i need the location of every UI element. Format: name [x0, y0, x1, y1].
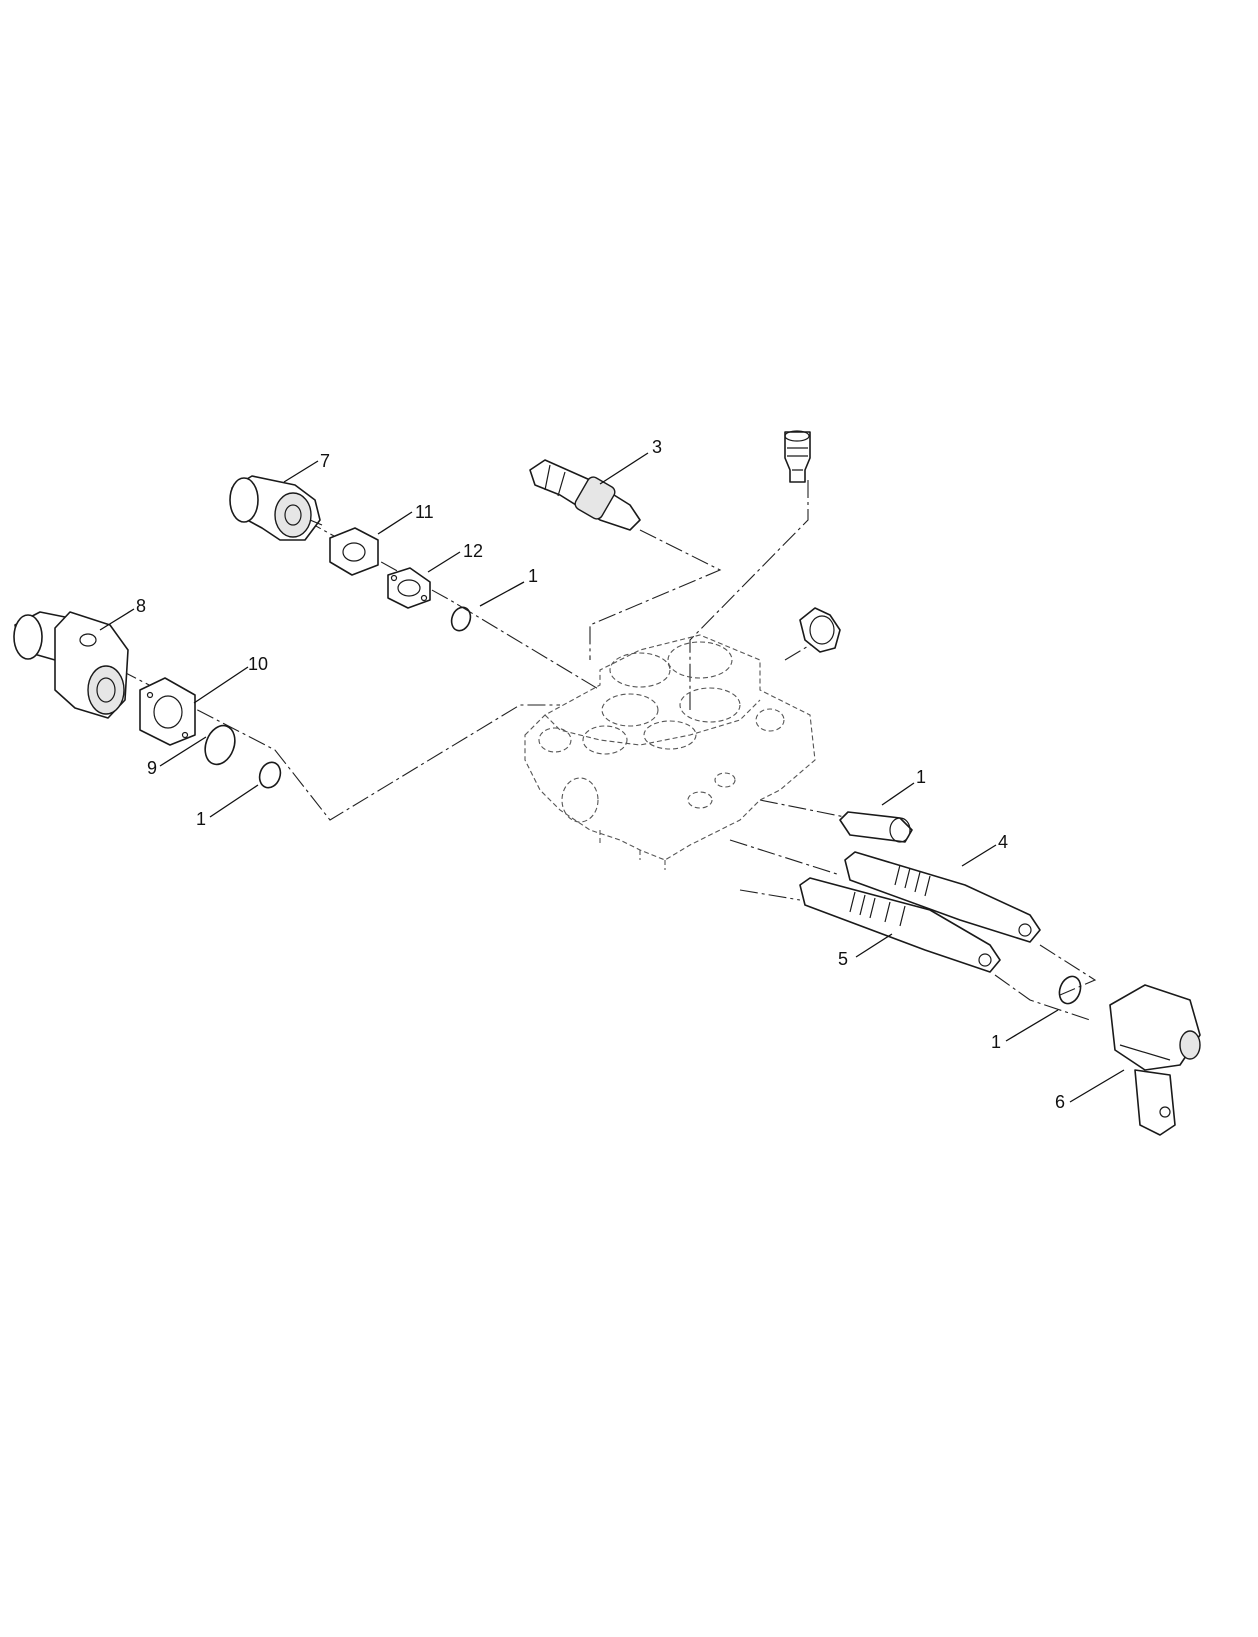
valve-body-phantom [524, 634, 816, 870]
leader-lines [99, 452, 1125, 1103]
solenoid-coil-7 [229, 475, 323, 541]
flange-10 [139, 677, 196, 746]
solenoid-valve-block-8 [13, 611, 129, 719]
spool-plug [839, 811, 913, 843]
callout-6: 6 [1055, 1092, 1065, 1112]
callout-5: 5 [838, 949, 848, 969]
callout-10: 10 [248, 654, 268, 674]
callout-1-left: 1 [196, 809, 206, 829]
gasket-11 [329, 527, 379, 576]
relief-valve-cartridge [529, 459, 641, 531]
top-plug [784, 430, 811, 483]
callout-1-bottom: 1 [991, 1032, 1001, 1052]
callout-4: 4 [998, 832, 1008, 852]
callout-1-right: 1 [916, 767, 926, 787]
spool-5 [799, 877, 1001, 973]
callout-3: 3 [652, 437, 662, 457]
assembly-centerlines [119, 480, 1097, 1021]
spool-cap-6 [1109, 984, 1201, 1136]
callout-12: 12 [463, 541, 483, 561]
callout-1-top: 1 [528, 566, 538, 586]
o-ring-top [450, 606, 472, 632]
spool-4 [844, 851, 1041, 943]
gasket-12 [387, 567, 431, 609]
o-ring-left [258, 761, 282, 789]
callout-labels: 3 7 11 12 1 8 10 9 1 1 4 5 1 6 [136, 437, 1065, 1112]
callout-8: 8 [136, 596, 146, 616]
callout-11: 11 [415, 502, 434, 522]
o-ring-bottom [1058, 975, 1082, 1005]
o-ring-9 [204, 724, 236, 766]
callout-7: 7 [320, 451, 330, 471]
side-plug [799, 607, 841, 653]
callout-9: 9 [147, 758, 157, 778]
